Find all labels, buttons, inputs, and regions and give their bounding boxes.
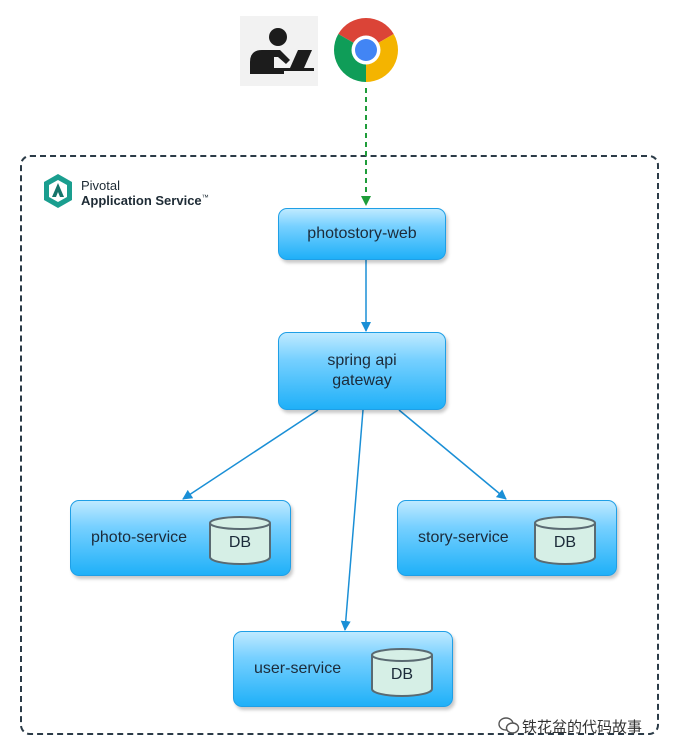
logo-product-name: Application Service [81,193,202,208]
gateway-to-photo-arrow [182,409,319,500]
logo-line1: Pivotal [81,178,121,193]
api-gateway-node: spring api gateway [278,332,446,410]
story-service-label: story-service [418,529,509,546]
api-gateway-label: spring api gateway [327,352,397,389]
gateway-to-user-arrow [340,409,364,631]
story-db-label: DB [553,534,577,551]
user-db-label: DB [390,666,414,683]
chrome-browser-icon [334,18,398,82]
logo-trademark: ™ [201,194,209,202]
watermark-text: 铁花盆的代码故事 [522,719,643,736]
wechat-icon [498,717,520,734]
platform-boundary [20,155,659,735]
user-db-icon: DB [370,647,434,697]
photo-db-icon: DB [208,515,272,565]
story-db-icon: DB [533,515,597,565]
person-at-laptop-icon [240,16,318,86]
photostory-web-node: photostory-web [278,208,446,260]
photo-service-label: photo-service [91,529,188,546]
photostory-web-label: photostory-web [307,225,417,242]
pivotal-logo-icon [44,174,72,208]
gateway-to-story-arrow [398,409,507,500]
logo-line2: Application Service™ [81,193,209,208]
photo-db-label: DB [228,534,252,551]
user-service-label: user-service [254,660,342,677]
